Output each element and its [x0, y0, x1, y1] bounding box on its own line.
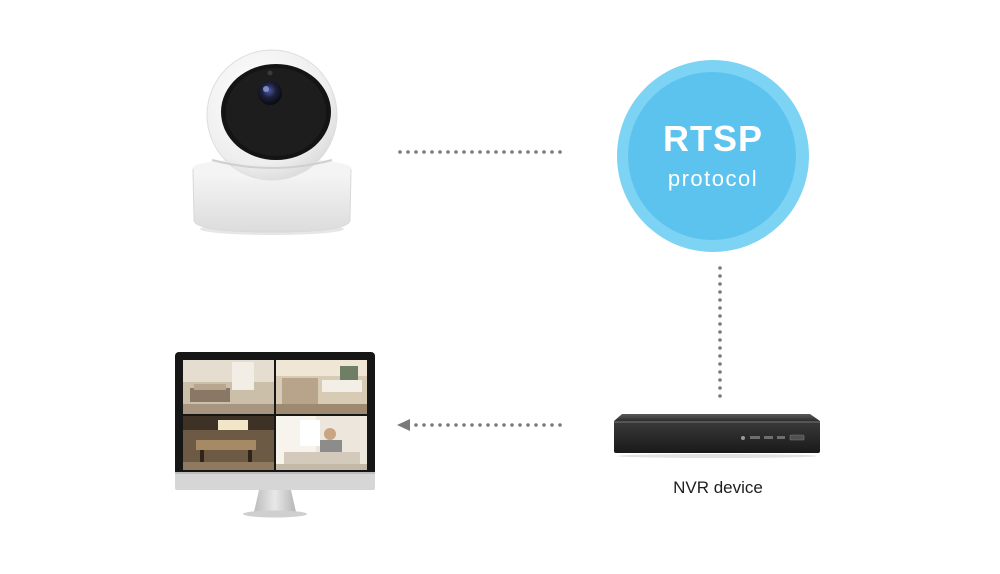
rtsp-title: RTSP [662, 118, 763, 159]
feed-tile [183, 416, 274, 470]
rtsp-subtitle: protocol [667, 166, 759, 191]
connector-nvr-to-monitor [397, 419, 562, 431]
feed-tile [276, 360, 367, 414]
camera-icon [192, 49, 352, 235]
connector-camera-to-rtsp [398, 150, 562, 154]
monitor-icon [175, 352, 375, 518]
feed-tile [183, 360, 274, 414]
connector-rtsp-to-nvr [718, 266, 722, 398]
monitor-screen-feeds [183, 360, 367, 470]
arrow-left-icon [397, 419, 410, 431]
feed-tile [276, 416, 367, 470]
nvr-device-label: NVR device [673, 478, 763, 497]
rtsp-protocol-badge-inner [628, 72, 796, 240]
nvr-device-icon [614, 414, 820, 458]
